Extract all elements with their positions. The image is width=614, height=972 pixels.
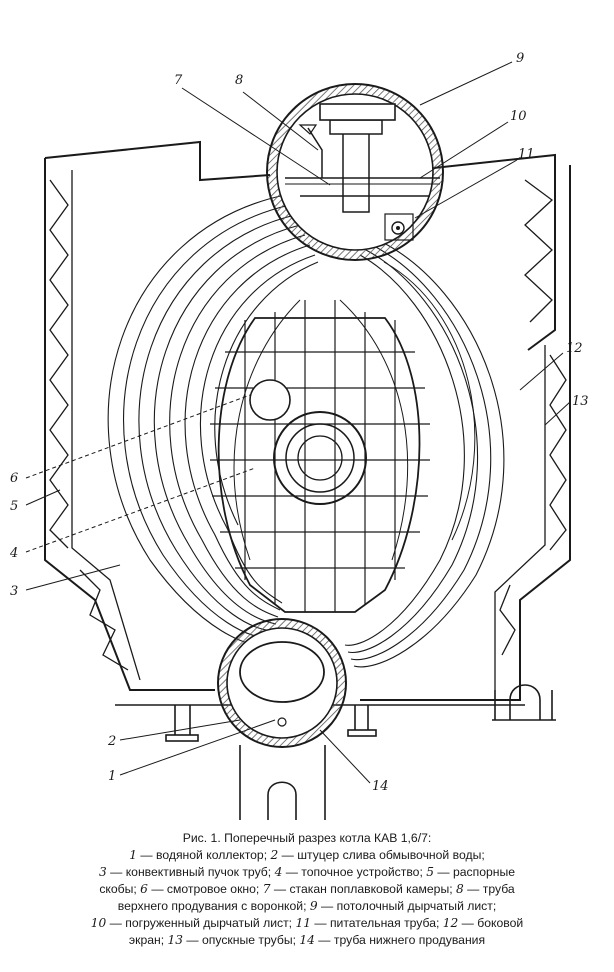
caption-line-5: 10 — погруженный дырчатый лист; 11 — пит… — [90, 916, 524, 930]
boiler-cross-section-drawing: 7 8 9 10 11 12 13 6 5 4 3 2 1 14 — [9, 51, 589, 820]
caption-line-2: 3 — конвективный пучок труб; 4 — топочно… — [98, 865, 516, 879]
tube-bundle-left — [107, 194, 319, 647]
callout-10: 10 — [510, 109, 527, 124]
water-drum — [217, 618, 347, 748]
callout-13: 13 — [572, 394, 589, 409]
callout-6: 6 — [10, 471, 18, 486]
caption-line-1: 1 — водяной коллектор; 2 — штуцер слива … — [129, 848, 485, 862]
leader-lines — [25, 61, 571, 784]
steam-drum — [266, 83, 444, 261]
callout-12: 12 — [566, 341, 583, 356]
supports — [165, 684, 556, 820]
burner — [273, 411, 367, 505]
right-braces — [499, 179, 567, 656]
caption-line-4: верхнего продувания с воронкой; 9 — пото… — [117, 899, 497, 913]
callout-2: 2 — [107, 734, 116, 749]
callout-14: 14 — [372, 779, 389, 794]
tube-bundle-right — [344, 239, 505, 668]
caption-title: Рис. 1. Поперечный разрез котла КАВ 1,6/… — [182, 831, 432, 845]
furnace-tubes — [233, 299, 409, 561]
left-braces — [49, 179, 129, 671]
caption-line-6: экран; 13 — опускные трубы; 14 — труба н… — [128, 933, 486, 947]
callout-9: 9 — [516, 51, 524, 66]
boiler-casing — [44, 140, 571, 706]
sight-window — [249, 379, 291, 421]
callout-8: 8 — [235, 73, 243, 88]
callout-5: 5 — [10, 499, 18, 514]
callout-3: 3 — [10, 584, 18, 599]
figure-caption: Рис. 1. Поперечный разрез котла КАВ 1,6/… — [10, 830, 604, 949]
callout-7: 7 — [174, 73, 183, 88]
callout-11: 11 — [518, 147, 535, 162]
callout-1: 1 — [108, 769, 116, 784]
callout-numbers: 7 8 9 10 11 12 13 6 5 4 3 2 1 14 — [9, 51, 589, 794]
furnace-grid — [210, 300, 430, 613]
callout-4: 4 — [9, 546, 18, 561]
caption-line-3: скобы; 6 — смотровое окно; 7 — стакан по… — [99, 882, 515, 896]
